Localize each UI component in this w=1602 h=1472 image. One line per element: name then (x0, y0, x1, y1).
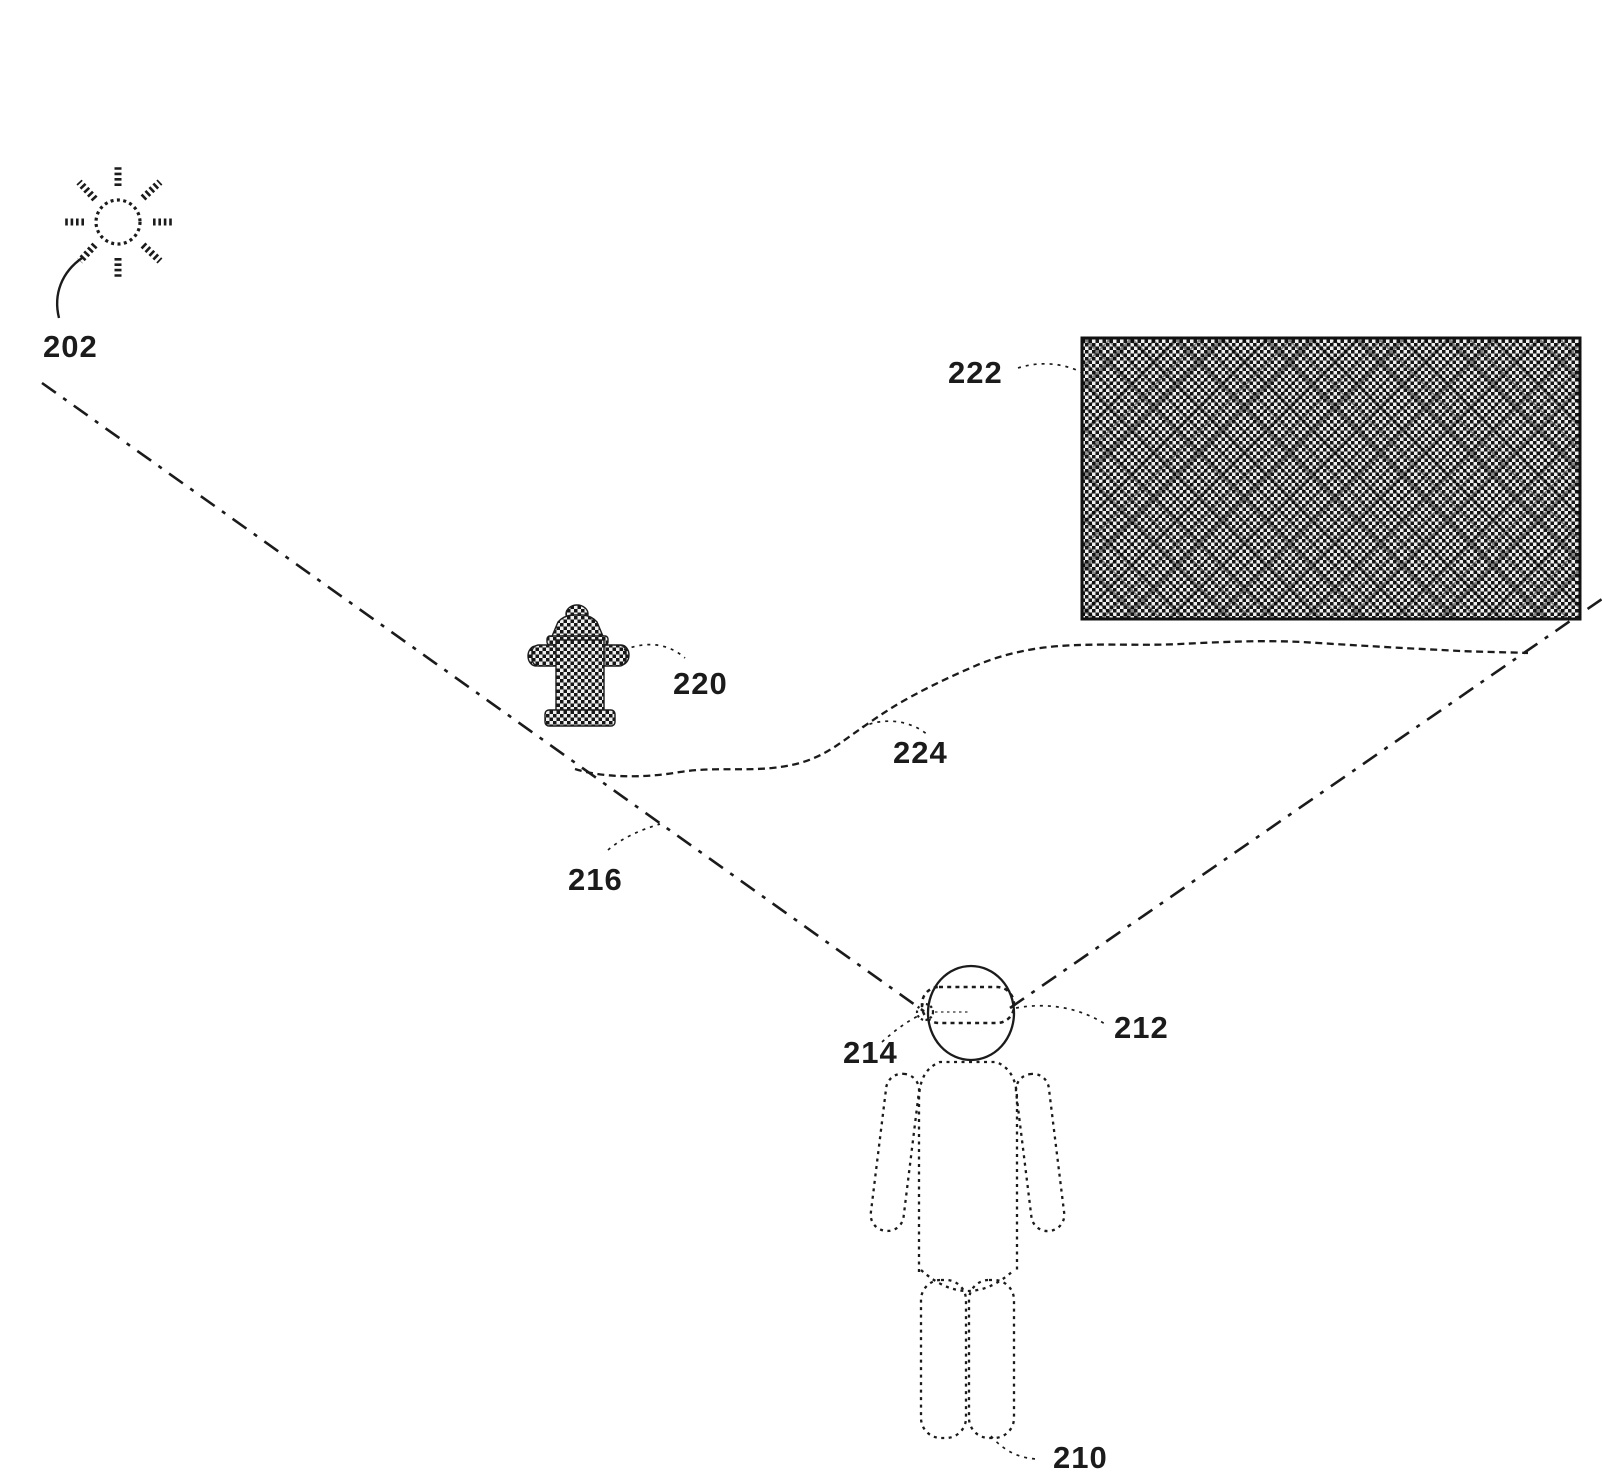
eye-sensor-circle (915, 1002, 935, 1022)
terrain-label: 224 (893, 735, 948, 770)
fov-line-left (41, 381, 926, 1014)
user-label: 210 (1053, 1440, 1108, 1472)
hydrant-dome (548, 614, 607, 642)
person-hip-curve (920, 1269, 1015, 1292)
terrain-line (574, 640, 1529, 778)
hydrant-body (555, 639, 605, 715)
hmd-band (920, 985, 1016, 1025)
fire-hydrant-icon (527, 604, 630, 727)
sun-label-leader (55, 257, 83, 319)
sensor-label: 214 (843, 1035, 898, 1070)
person-left-leg (919, 1278, 968, 1440)
hmd-label: 212 (1114, 1010, 1169, 1045)
hydrant-base (544, 709, 616, 727)
terrain-label-leader (861, 720, 929, 736)
sun-rays (64, 167, 173, 278)
hydrant-label-leader (623, 643, 686, 659)
wall-hatched-rect (1080, 336, 1582, 621)
person-head (926, 964, 1016, 1062)
fov-line-right (1009, 597, 1602, 1010)
sun-icon (64, 167, 173, 278)
person-right-arm (1014, 1072, 1066, 1233)
wall-label-leader (1017, 362, 1082, 373)
person-figure (869, 964, 1066, 1440)
sun-disc (94, 198, 142, 246)
person-left-arm (869, 1072, 921, 1233)
sun-label: 202 (43, 329, 98, 364)
wall-label: 222 (948, 355, 1003, 390)
person-right-leg (967, 1278, 1016, 1440)
sensor-label-leader (881, 1014, 921, 1043)
hydrant-label: 220 (673, 666, 728, 701)
hmd-label-leader (1015, 1004, 1106, 1025)
person-torso (917, 1060, 1019, 1272)
fov-label: 216 (568, 862, 623, 897)
fov-label-leader (607, 823, 661, 851)
user-label-leader (990, 1435, 1037, 1460)
